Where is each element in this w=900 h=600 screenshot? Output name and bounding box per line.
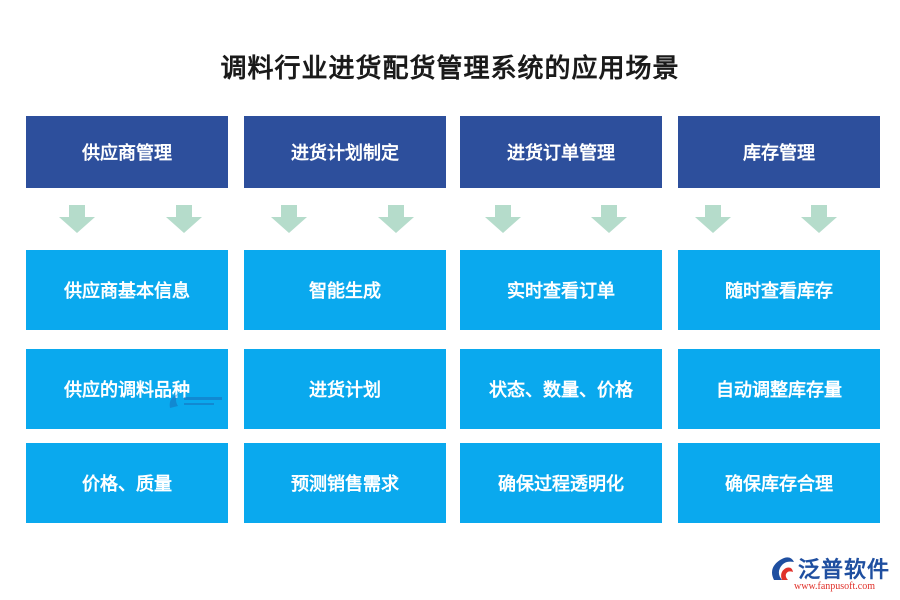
scenario-box: 价格、质量 (26, 443, 228, 523)
column-header: 供应商管理 (26, 116, 228, 188)
column-supplier: 供应商管理 供应商基本信息 供应的调料品种 价格、质量 (26, 116, 228, 523)
down-arrow-icon (591, 205, 627, 233)
column-purchase-order: 进货订单管理 实时查看订单 状态、数量、价格 确保过程透明化 (460, 116, 662, 523)
down-arrow-icon (695, 205, 731, 233)
logo-url: www.fanpusoft.com (794, 581, 876, 592)
diagram-title: 调料行业进货配货管理系统的应用场景 (220, 54, 680, 84)
down-arrow-icon (485, 205, 521, 233)
down-arrow-icon (59, 205, 95, 233)
logo-name: 泛普软件 (798, 558, 891, 583)
scenario-box: 确保库存合理 (678, 443, 880, 523)
column-purchase-plan: 进货计划制定 智能生成 进货计划 预测销售需求 (244, 116, 446, 523)
arrow-row (678, 188, 880, 250)
scenario-box: 实时查看订单 (460, 250, 662, 330)
arrow-row (244, 188, 446, 250)
brand-logo: 泛普软件 www.fanpusoft.com (768, 552, 892, 596)
column-header: 进货订单管理 (460, 116, 662, 188)
column-header: 库存管理 (678, 116, 880, 188)
watermark-logo-icon (166, 390, 226, 412)
scenario-box: 随时查看库存 (678, 250, 880, 330)
scenario-box: 状态、数量、价格 (460, 349, 662, 429)
scenario-box: 智能生成 (244, 250, 446, 330)
down-arrow-icon (378, 205, 414, 233)
logo-mark-icon (768, 556, 796, 588)
down-arrow-icon (166, 205, 202, 233)
arrow-row (460, 188, 662, 250)
down-arrow-icon (801, 205, 837, 233)
scenario-box: 供应商基本信息 (26, 250, 228, 330)
arrow-row (26, 188, 228, 250)
scenario-box: 预测销售需求 (244, 443, 446, 523)
column-header: 进货计划制定 (244, 116, 446, 188)
down-arrow-icon (271, 205, 307, 233)
scenario-box: 确保过程透明化 (460, 443, 662, 523)
scenario-box: 进货计划 (244, 349, 446, 429)
scenario-box: 供应的调料品种 (26, 349, 228, 429)
column-inventory: 库存管理 随时查看库存 自动调整库存量 确保库存合理 (678, 116, 880, 523)
scenario-box: 自动调整库存量 (678, 349, 880, 429)
